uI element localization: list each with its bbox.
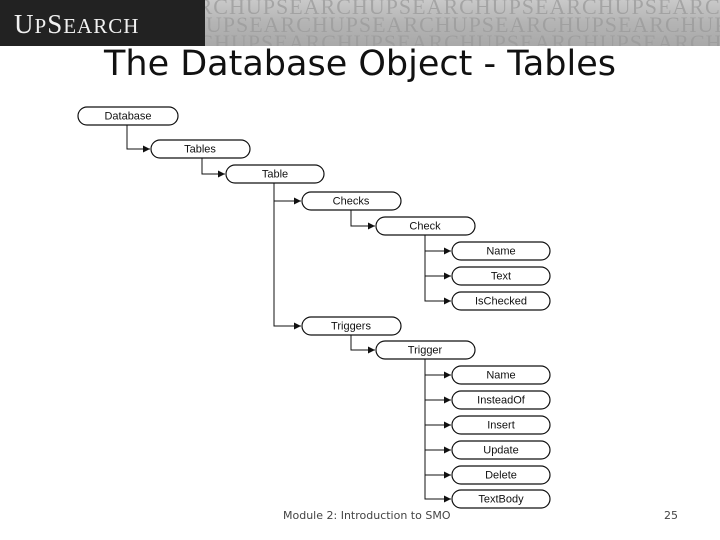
node-database: Database bbox=[77, 106, 179, 126]
header-banner: UPSEARCHUPSEARCHUPSEARCHUPSEARCHUPSEARCH… bbox=[0, 0, 720, 46]
node-label: Insert bbox=[487, 420, 515, 432]
node-label: Name bbox=[486, 370, 515, 382]
node-label: Checks bbox=[333, 196, 370, 208]
node-trigger-insteadof: InsteadOf bbox=[451, 390, 551, 410]
node-trigger-textbody: TextBody bbox=[451, 489, 551, 509]
node-label: TextBody bbox=[478, 494, 524, 506]
node-label: IsChecked bbox=[475, 296, 527, 308]
node-label: Text bbox=[491, 271, 511, 283]
node-label: Triggers bbox=[331, 321, 371, 333]
footer-module: Module 2: Introduction to SMO bbox=[283, 509, 451, 522]
node-triggers: Triggers bbox=[301, 316, 402, 336]
page-number: 25 bbox=[664, 509, 678, 522]
node-label: Tables bbox=[184, 144, 216, 156]
node-trigger-insert: Insert bbox=[451, 415, 551, 435]
node-label: InsteadOf bbox=[477, 395, 526, 407]
node-trigger-name: Name bbox=[451, 365, 551, 385]
node-check-text: Text bbox=[451, 266, 551, 286]
node-trigger-update: Update bbox=[451, 440, 551, 460]
logo: UPSEARCH bbox=[0, 0, 205, 46]
node-label: Database bbox=[104, 111, 151, 123]
node-trigger-delete: Delete bbox=[451, 465, 551, 485]
node-table: Table bbox=[225, 164, 325, 184]
node-checks: Checks bbox=[301, 191, 402, 211]
node-label: Table bbox=[262, 169, 288, 181]
node-check-ischecked: IsChecked bbox=[451, 291, 551, 311]
node-label: Update bbox=[483, 445, 518, 457]
node-label: Trigger bbox=[408, 345, 443, 357]
node-check: Check bbox=[375, 216, 476, 236]
node-tables: Tables bbox=[150, 139, 251, 159]
slide-title: The Database Object - Tables bbox=[104, 44, 616, 84]
logo-text: UPSEARCH bbox=[14, 9, 140, 39]
node-check-name: Name bbox=[451, 241, 551, 261]
connector-lines bbox=[126, 124, 451, 503]
node-label: Name bbox=[486, 246, 515, 258]
node-trigger: Trigger bbox=[375, 340, 476, 360]
node-label: Delete bbox=[485, 470, 517, 482]
node-label: Check bbox=[409, 221, 441, 233]
